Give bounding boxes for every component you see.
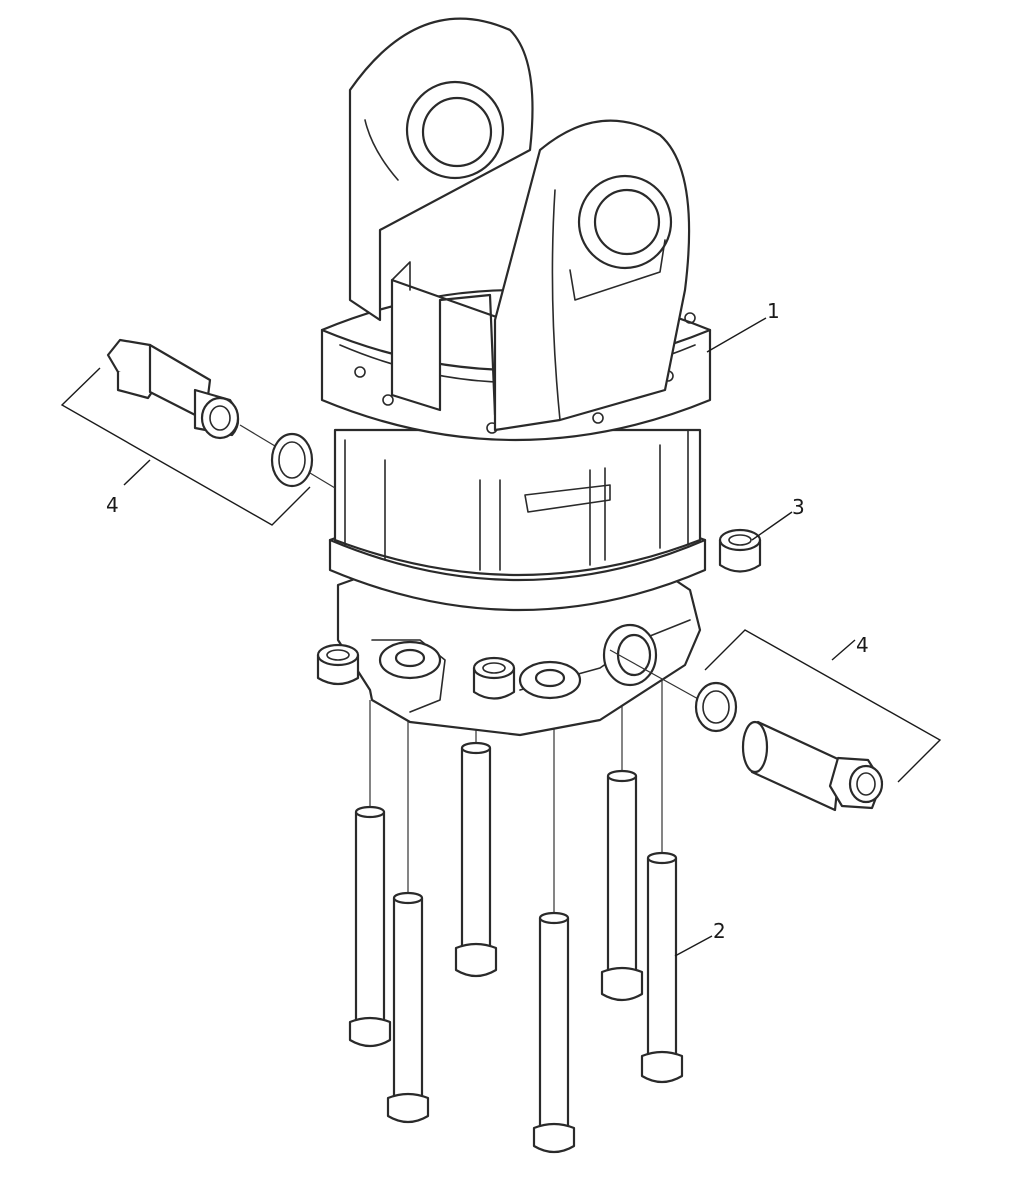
seal-left (270, 432, 314, 488)
fitting-left (106, 338, 336, 489)
bracket-right (704, 629, 942, 783)
callout-4-left: 4 (106, 493, 119, 517)
bolt-group (348, 680, 684, 1154)
seal-right (694, 681, 738, 733)
rotator-body (320, 17, 712, 737)
callout-4-right: 4 (856, 633, 869, 657)
callout-3: 3 (792, 495, 805, 519)
plug-nut-right (718, 528, 762, 573)
leader-2 (674, 935, 713, 957)
callout-2: 2 (713, 919, 726, 943)
leader-1 (706, 317, 767, 353)
bolt-3 (454, 710, 498, 978)
bracket-left (60, 367, 311, 526)
bolt-6 (640, 680, 684, 1084)
callout-1: 1 (767, 299, 780, 323)
bolt-2 (386, 710, 430, 1124)
fitting-right (609, 649, 884, 812)
plug-nut-left (316, 643, 360, 686)
bolt-5 (600, 705, 644, 1002)
bolt-4 (532, 720, 576, 1154)
plug-nut-center (472, 656, 516, 700)
leader-3 (751, 511, 793, 541)
bolt-1 (348, 700, 392, 1048)
